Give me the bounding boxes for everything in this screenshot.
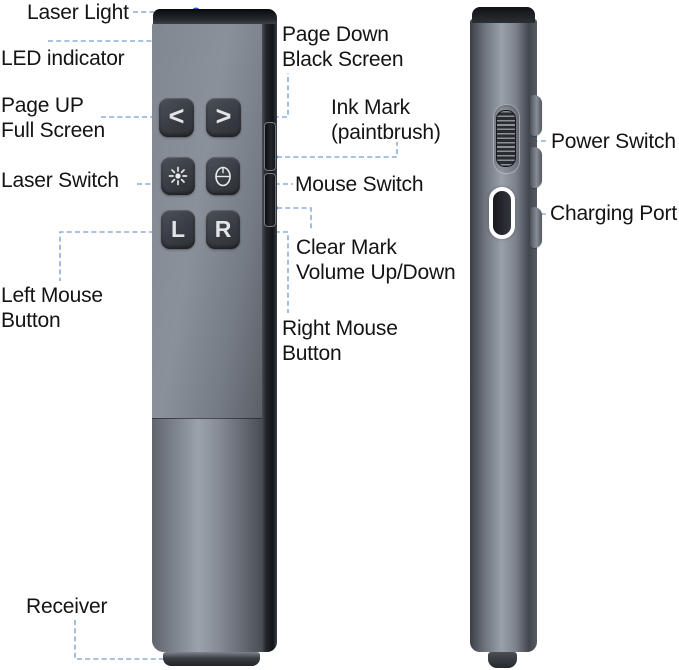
label-laser-switch: Laser Switch <box>1 169 119 192</box>
mouse-icon <box>215 166 231 187</box>
label-clear-mark: Clear Mark Volume Up/Down <box>296 236 456 284</box>
right-mouse-button: R <box>206 210 240 249</box>
page-down-glyph: > <box>215 101 232 131</box>
side-top-cap <box>472 7 535 23</box>
side-bottom-nub <box>488 652 517 668</box>
presenter-front-view: < > <box>152 9 277 666</box>
page-down-button: > <box>206 98 241 137</box>
charging-port <box>489 187 515 239</box>
page-up-glyph: < <box>168 101 185 131</box>
label-receiver: Receiver <box>26 595 108 618</box>
label-page-down: Page Down Black Screen <box>282 23 404 71</box>
label-mouse-switch: Mouse Switch <box>295 173 424 196</box>
side-button-bump-top <box>530 95 542 136</box>
right-mouse-glyph: R <box>214 216 232 242</box>
ink-mark-side-button <box>264 122 276 171</box>
page-up-button: < <box>159 98 194 137</box>
laser-switch-button <box>161 157 195 195</box>
left-mouse-glyph: L <box>170 216 186 242</box>
label-page-up: Page UP Full Screen <box>1 94 106 142</box>
callout-line-clear-mark <box>277 207 312 231</box>
left-mouse-button: L <box>161 210 195 249</box>
label-right-mouse-button: Right Mouse Button <box>282 317 398 365</box>
label-laser-light: Laser Light <box>27 1 129 24</box>
label-charging-port: Charging Port <box>550 202 677 225</box>
power-switch <box>496 110 516 167</box>
label-power-switch: Power Switch <box>551 130 676 153</box>
label-led-indicator: LED indicator <box>1 47 125 70</box>
device-right-edge <box>260 15 277 652</box>
label-ink-mark: Ink Mark (paintbrush) <box>331 96 441 144</box>
side-button-bump-middle <box>530 147 542 188</box>
volume-side-button <box>264 173 276 227</box>
callout-line-left-mouse <box>59 231 162 281</box>
usb-receiver <box>163 652 260 666</box>
device-top-cap <box>153 9 277 24</box>
laser-starburst-icon <box>168 166 188 186</box>
side-button-bump-bottom <box>530 207 542 248</box>
device-handle <box>152 418 262 652</box>
mouse-switch-button <box>206 157 240 195</box>
label-left-mouse-button: Left Mouse Button <box>1 284 103 332</box>
presenter-side-view <box>470 7 542 668</box>
